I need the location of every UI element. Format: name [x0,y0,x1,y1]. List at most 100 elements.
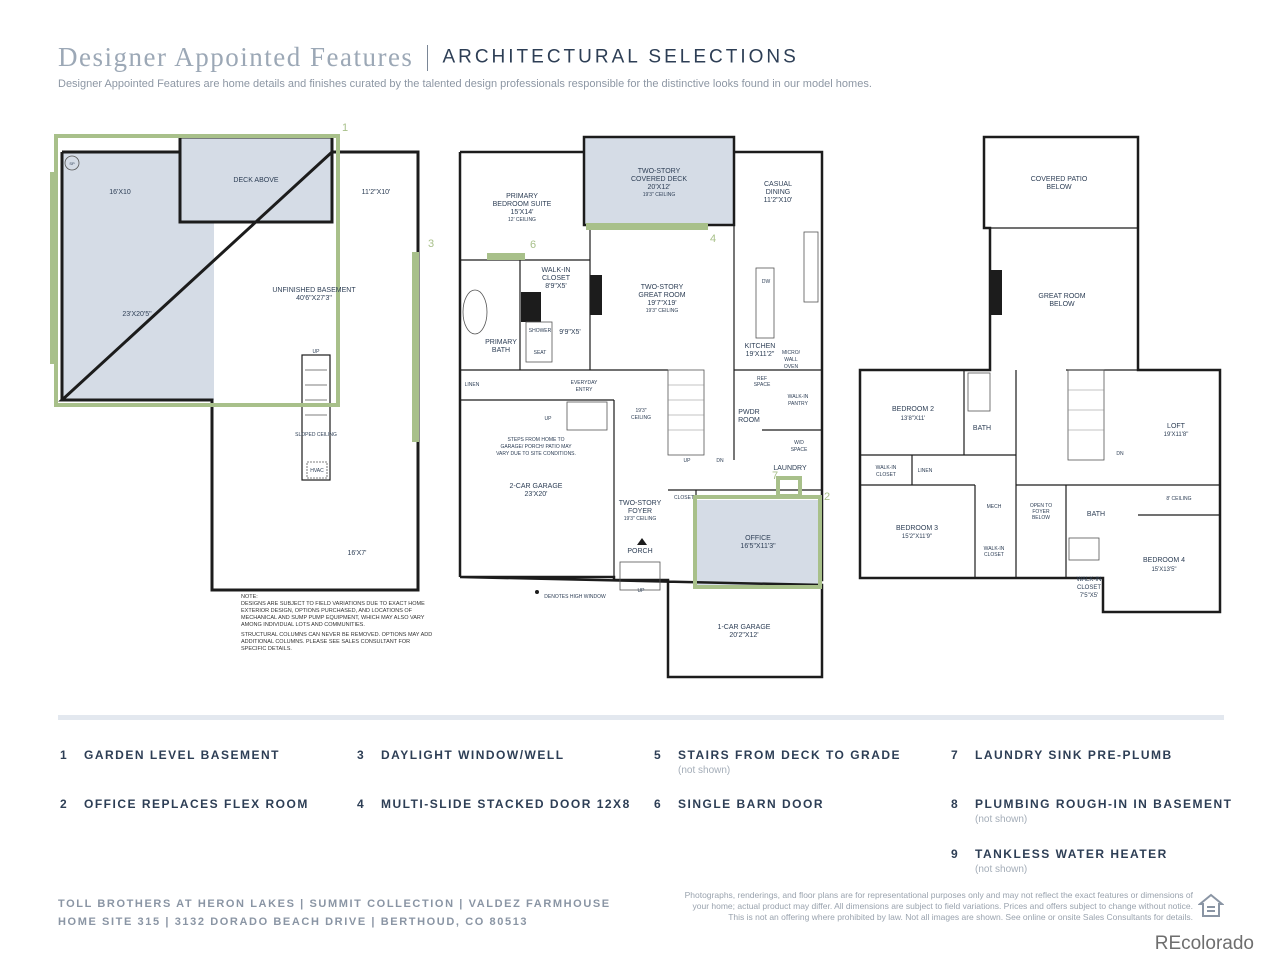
svg-text:CLOSET: CLOSET [1077,585,1101,591]
svg-text:LINEN: LINEN [918,468,933,474]
svg-text:DN: DN [716,458,724,464]
svg-text:12' CEILING: 12' CEILING [508,217,536,223]
svg-text:SHOWER: SHOWER [529,328,552,334]
svg-text:8'9"X5': 8'9"X5' [545,283,567,290]
svg-text:CLOSET: CLOSET [542,275,571,282]
svg-text:SLOPED CEILING: SLOPED CEILING [295,432,337,438]
upper-floor-exterior-walls [858,135,1222,614]
page-header: Designer Appointed Features ARCHITECTURAL… [58,42,799,73]
svg-text:20'2"X12': 20'2"X12' [729,632,758,639]
svg-text:FOYER: FOYER [628,508,652,515]
svg-text:UP: UP [638,588,646,594]
svg-text:WALL: WALL [784,357,798,363]
highlight-laundry-sink [776,476,802,498]
highlight-daylight-window-left [50,172,57,364]
svg-text:2-CAR GARAGE: 2-CAR GARAGE [510,483,563,490]
room-label: 40'6"X27'3" [296,295,332,302]
svg-text:BEDROOM SUITE: BEDROOM SUITE [493,201,552,208]
svg-text:7'5"X5': 7'5"X5' [1080,593,1098,599]
marker-6: 6 [530,239,536,251]
svg-text:19'3": 19'3" [635,408,646,414]
svg-text:UP: UP [313,349,321,355]
highlight-daylight-window-right [412,252,419,442]
svg-text:23'X20': 23'X20' [525,491,548,498]
svg-text:DINING: DINING [766,189,791,196]
highlight-office [693,495,822,589]
svg-text:16'5"X11'3": 16'5"X11'3" [740,543,776,550]
svg-text:20'X12': 20'X12' [648,184,671,191]
svg-text:EVERYDAY: EVERYDAY [571,380,598,386]
equal-housing-opportunity-icon [1198,893,1224,917]
svg-text:COVERED PATIO: COVERED PATIO [1031,176,1088,183]
svg-text:CEILING: CEILING [631,415,651,421]
svg-text:OVEN: OVEN [784,364,799,370]
svg-text:BATH: BATH [492,347,510,354]
svg-text:UP: UP [545,416,553,422]
svg-text:PORCH: PORCH [627,548,652,555]
svg-text:GREAT ROOM: GREAT ROOM [1038,293,1085,300]
svg-text:FOYER: FOYER [1032,509,1050,515]
svg-text:19'X11'8": 19'X11'8" [1164,432,1189,438]
main-floor-plan: 6 4 7 2 PRIMARY BEDROOM SUITE 15'X14' 12… [458,135,830,679]
page-subtitle: ARCHITECTURAL SELECTIONS [442,46,799,68]
svg-text:UP: UP [684,458,692,464]
svg-text:WALK-IN: WALK-IN [1077,577,1102,583]
svg-text:BATH: BATH [1087,511,1105,518]
svg-text:CLOSET: CLOSET [876,472,896,478]
svg-text:VARY DUE TO SITE CONDITIONS.: VARY DUE TO SITE CONDITIONS. [496,451,576,457]
svg-text:WALK-IN: WALK-IN [876,465,897,471]
svg-text:PRIMARY: PRIMARY [506,193,538,200]
disclaimer: Photographs, renderings, and floor plans… [684,890,1193,922]
room-label: 23'X20'5" [122,311,152,318]
svg-text:STRUCTURAL COLUMNS CAN NEVER B: STRUCTURAL COLUMNS CAN NEVER BE REMOVED.… [241,632,432,638]
svg-text:TWO-STORY: TWO-STORY [638,168,681,175]
svg-text:SP: SP [69,161,75,166]
room-label: 16'X10 [109,189,131,196]
svg-text:19'3" CEILING: 19'3" CEILING [643,192,676,198]
title-divider [427,44,429,71]
svg-text:11'2"X10': 11'2"X10' [764,197,793,204]
basement-stairs [301,354,331,481]
svg-text:13'8"X11': 13'8"X11' [901,416,926,422]
sump-pump-icon [64,155,80,171]
svg-text:15'X13'5": 15'X13'5" [1151,567,1176,573]
svg-text:SEAT: SEAT [534,350,547,356]
svg-text:WALK-IN: WALK-IN [984,546,1005,552]
marker-4: 4 [710,233,716,245]
svg-text:TWO-STORY: TWO-STORY [641,284,684,291]
svg-text:EXTERIOR DESIGN, OPTIONS PURCH: EXTERIOR DESIGN, OPTIONS PURCHASED, AND … [241,608,413,614]
svg-text:19'3" CEILING: 19'3" CEILING [624,516,657,522]
svg-text:PRIMARY: PRIMARY [485,339,517,346]
marker-3: 3 [428,238,434,250]
svg-text:COVERED DECK: COVERED DECK [631,176,687,183]
svg-text:BELOW: BELOW [1049,301,1075,308]
svg-text:BEDROOM 4: BEDROOM 4 [1143,557,1185,564]
basement-plan: 1 3 16'X10 DECK ABOVE 11'2"X10' 23'X20'5… [50,122,434,652]
svg-text:DESIGNS ARE SUBJECT TO FIELD V: DESIGNS ARE SUBJECT TO FIELD VARIATIONS … [241,601,425,607]
svg-text:BEDROOM 3: BEDROOM 3 [896,525,938,532]
recolorado-watermark: REcolorado [1154,933,1254,954]
svg-text:NOTE:: NOTE: [241,594,258,600]
svg-text:9'9"X5': 9'9"X5' [559,329,581,336]
marker-1: 1 [342,122,348,134]
svg-text:BELOW: BELOW [1032,515,1050,521]
svg-text:DW: DW [762,279,771,285]
svg-text:GREAT ROOM: GREAT ROOM [638,292,685,299]
page-title: Designer Appointed Features [58,42,414,72]
svg-text:LOFT: LOFT [1167,423,1186,430]
svg-text:TWO-STORY: TWO-STORY [619,500,662,507]
svg-text:19'3" CEILING: 19'3" CEILING [646,308,679,314]
svg-text:ROOM: ROOM [738,417,760,424]
svg-text:MECH: MECH [987,504,1002,510]
room-label: DECK ABOVE [233,177,278,184]
svg-text:15'2"X11'9": 15'2"X11'9" [902,534,932,540]
svg-text:MECHANICAL AND SUMP PUMP EQUIP: MECHANICAL AND SUMP PUMP EQUIPMENT, WHIC… [241,615,425,621]
svg-text:WALK-IN: WALK-IN [788,394,809,400]
svg-text:CLOSET: CLOSET [984,552,1004,558]
community-info: TOLL BROTHERS AT HERON LAKES | SUMMIT CO… [58,895,611,931]
svg-text:DN: DN [1116,451,1124,457]
svg-text:HVAC: HVAC [310,468,324,474]
svg-text:SPECIFIC DETAILS.: SPECIFIC DETAILS. [241,646,292,652]
office-area [696,500,818,585]
svg-text:W/D: W/D [794,440,804,446]
